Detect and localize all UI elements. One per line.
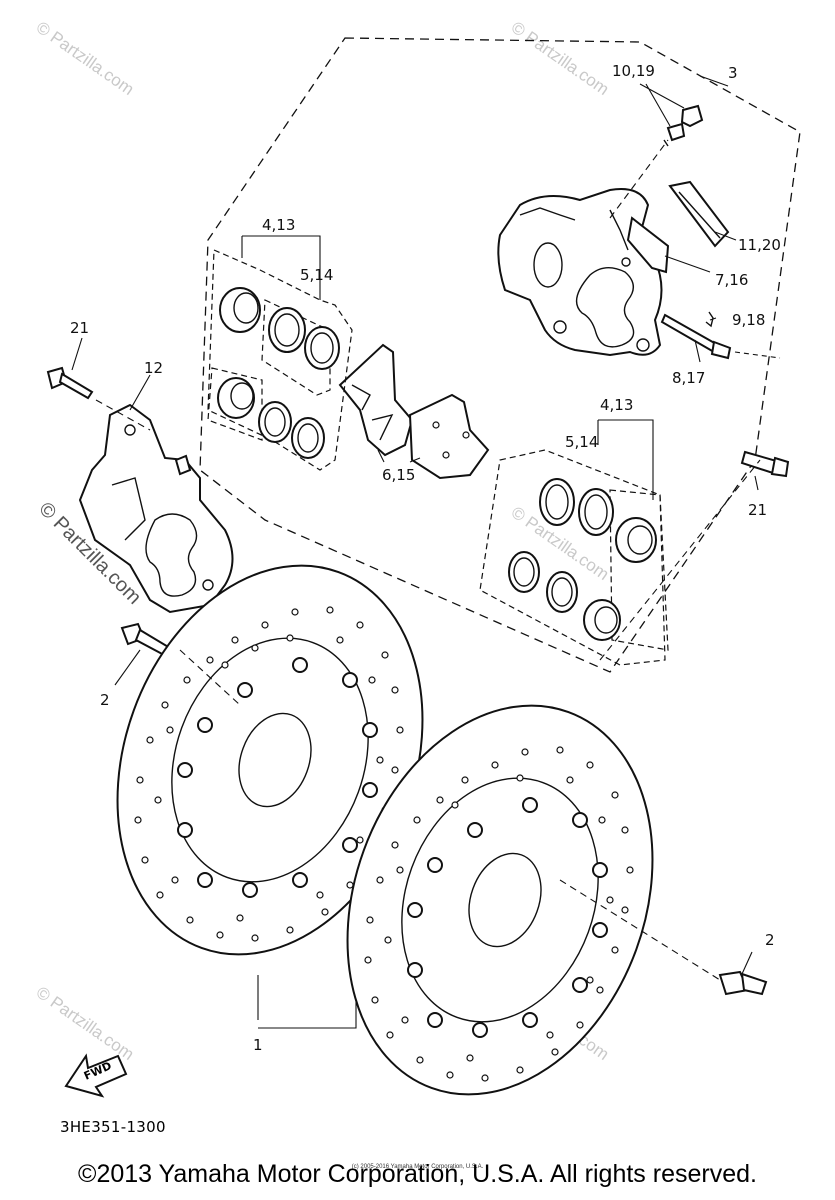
caliper-left bbox=[78, 403, 234, 614]
callout-3: 3 bbox=[728, 64, 738, 82]
seal-kit-left bbox=[207, 249, 353, 471]
bleed-screw bbox=[663, 104, 704, 147]
pad-pin bbox=[660, 311, 732, 360]
disc-left-holes bbox=[134, 606, 404, 942]
callout-2a: 2 bbox=[100, 691, 110, 709]
callout-21-right: 21 bbox=[748, 501, 767, 519]
leader-lines bbox=[71, 75, 781, 1029]
callout-6-15: 6,15 bbox=[382, 466, 415, 484]
pad-spring-and-shim bbox=[626, 180, 730, 274]
callout-10-19: 10,19 bbox=[612, 62, 655, 80]
callout-5-14-right: 5,14 bbox=[565, 433, 598, 451]
caliper-right bbox=[497, 188, 663, 357]
bolts bbox=[46, 366, 790, 996]
brake-disc-right bbox=[346, 704, 654, 1096]
disc-left-buttons bbox=[177, 657, 378, 898]
brake-pads bbox=[338, 343, 490, 480]
callout-4-13-left: 4,13 bbox=[262, 216, 295, 234]
callout-21-left: 21 bbox=[70, 319, 89, 337]
seal-kit-right bbox=[479, 449, 669, 666]
callout-11-20: 11,20 bbox=[738, 236, 781, 254]
copyright-notice: ©2013 Yamaha Motor Corporation, U.S.A. A… bbox=[78, 1160, 757, 1188]
callout-labels: 1 2 2 3 4,13 5,14 4,13 5,14 6,15 7,16 8,… bbox=[70, 62, 781, 1054]
callout-8-17: 8,17 bbox=[672, 369, 705, 387]
callout-1: 1 bbox=[253, 1036, 263, 1054]
callout-4-13-right: 4,13 bbox=[600, 396, 633, 414]
watermark-text: © Partzilla.com bbox=[33, 18, 138, 99]
callout-9-18: 9,18 bbox=[732, 311, 765, 329]
caliper-kit-outline bbox=[199, 37, 801, 673]
callout-5-14-left: 5,14 bbox=[300, 266, 333, 284]
diagram-code: 3HE351-1300 bbox=[60, 1118, 166, 1136]
callout-2b: 2 bbox=[765, 931, 775, 949]
disc-right-holes bbox=[364, 746, 634, 1082]
watermark-text: © Partzilla.com bbox=[33, 983, 138, 1064]
callout-7-16: 7,16 bbox=[715, 271, 748, 289]
callout-12: 12 bbox=[144, 359, 163, 377]
forward-arrow-icon: FWD bbox=[64, 1053, 128, 1098]
disc-right-buttons bbox=[407, 797, 608, 1038]
tiny-copyright: (c) 2005-2016 Yamaha Motor Corporation, … bbox=[351, 1164, 484, 1170]
watermark-text: © Partzilla.com bbox=[508, 18, 613, 99]
